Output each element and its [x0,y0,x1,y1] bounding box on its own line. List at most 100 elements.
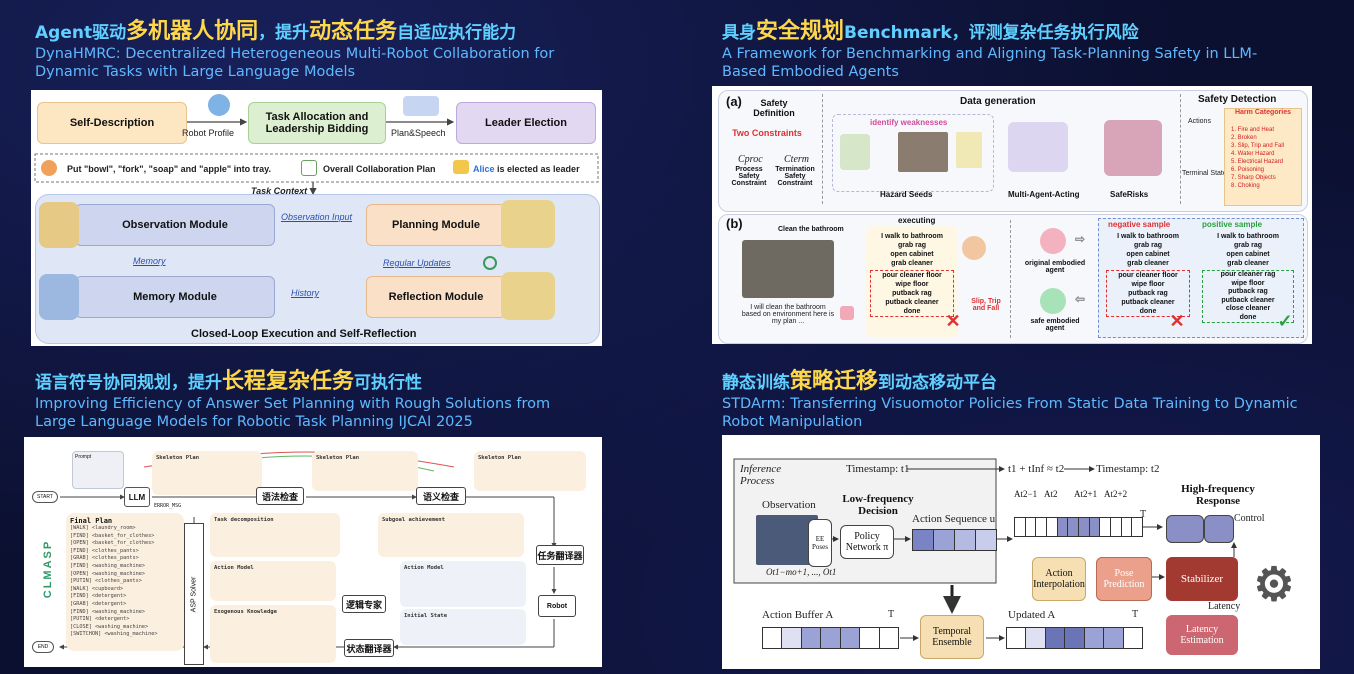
temporal-ensemble-box: Temporal Ensemble [920,615,984,659]
final-plan-line: [SWITCHON] <washing_machine> [70,631,158,638]
buffer-cell [1006,627,1027,649]
robot-label: Robot [546,602,568,610]
at-label: At2+1 [1074,489,1098,499]
robots-icon [840,134,870,170]
robot-arm-icon: ⚙ [1253,559,1295,610]
panel-bl-header: 语言符号协同规划，提升长程复杂任务可执行性 Improving Efficien… [35,370,655,431]
final-plan-line: [PUTIN] <detergent> [70,616,130,623]
pos-step: I walk to bathroom [1217,233,1279,240]
history-label: History [291,288,320,298]
initial-state-title: Initial State [404,613,448,619]
figure-dynahmrc: Self-Description Robot Profile Task Allo… [31,90,602,346]
buffer-cell [1122,627,1143,649]
final-plan-line: [GRAB] <detergent> [70,600,127,607]
final-plan-box: Final Plan [WALK] <laundry_room>[FIND] <… [66,513,184,651]
buffer-cell [1044,627,1066,649]
robot-profile-label: Robot Profile [182,128,235,138]
skeleton-plan-1-title: Skeleton Plan [156,455,200,461]
tl-cn-highlight-2: 动态任务 [309,19,398,44]
alice-rest: is elected as leader [494,164,580,174]
logic-expert-node[interactable]: 逻辑专家 [342,595,386,613]
time-relation: t1 + tInf ≈ t2 [1008,463,1065,475]
leader-election-label: Leader Election [485,117,567,129]
harm-category-item: 4. Water Hazard [1231,151,1275,157]
self-description-label: Self-Description [69,117,155,129]
exec-step: grab rag [897,242,926,249]
process-constraint-label: Process Safety Constraint [731,166,767,187]
data-generation-label: Data generation [960,96,1036,107]
buffer-cell [933,529,955,551]
br-en-line1: STDArm: Transferring Visuomotor Policies… [722,396,1298,412]
divider-a1 [822,94,823,204]
two-constraints-label: Two Constraints [732,128,802,138]
observation-input-label: Observation Input [281,212,353,222]
lower-left-t-label: T [888,609,895,620]
terminal-state-label: Terminal State [1182,170,1227,177]
positive-sample-label: positive sample [1202,220,1263,229]
pos-good-step: putback rag [1228,288,1268,295]
prompt-title: Prompt [75,454,92,460]
self-description-box: Self-Description [37,102,187,144]
br-cn-pre: 静态训练 [722,373,790,393]
pose-prediction-label: Pose Prediction [1103,568,1145,590]
final-plan-line: [GRAB] <clothes_pants> [70,555,139,562]
upper-t-label: T [1140,509,1147,520]
task-translator-node[interactable]: 任务翻译器 [536,545,584,565]
task-decomposition-title: Task decomposition [214,517,274,523]
final-plan-lines: [WALK] <laundry_room>[FIND] <basket_for_… [70,525,180,639]
harm-category-item: 7. Sharp Objects [1231,175,1276,181]
at-label: At2+2 [1104,489,1128,499]
reflection-module-box: Reflection Module [366,276,506,318]
buffer-cell [912,529,934,551]
panel-bl-cn-title: 语言符号协同规划，提升长程复杂任务可执行性 [35,370,655,395]
initial-state-box: Initial State [400,609,526,645]
pose-prediction-box: Pose Prediction [1096,557,1152,601]
telescope-illustration [39,202,79,248]
part-a-label: (a) [726,94,742,109]
action-sequence-label: Action Sequence u [912,513,996,525]
hazard-seeds-label: Hazard Seeds [880,190,933,199]
error-msg-label: ERROR_MSG [154,503,182,509]
panel-br-header: 静态训练策略迁移到动态移动平台 STDArm: Transferring Vis… [722,370,1347,431]
buffer-cell [1131,517,1144,537]
br-cn-highlight: 策略迁移 [790,369,879,394]
plan-document-icon [301,160,317,176]
pos-good-step: done [1239,313,1257,321]
clmasp-logo: CLMASP [38,519,58,619]
action-model-left-box: Action Model [210,561,336,601]
state-translator-node[interactable]: 状态翻译器 [344,639,394,657]
action-model-graph-title: Action Model [404,565,444,571]
safety-detection-label: Safety Detection [1198,94,1277,105]
buffer-cell [975,529,997,551]
policy-network-box: Policy Network π [840,525,894,559]
observation-label: Observation [762,499,816,511]
harm-categories-title: Harm Categories [1234,109,1292,116]
gear-icon [962,236,986,260]
overall-plan-label: Overall Collaboration Plan [323,164,436,174]
observation-images [756,515,818,565]
arrow-left-icon: ⇦ [1074,292,1086,306]
documents-icon [956,132,982,168]
final-plan-line: [PUTIN] <clothes_pants> [70,578,142,585]
reflection-book-illustration [501,272,555,320]
safety-definition-label: Safety Definition [753,98,795,118]
semantic-check-node[interactable]: 语义检查 [416,487,466,505]
exec-bad-step: wipe floor [895,281,929,288]
syntax-check-node[interactable]: 语法检查 [256,487,304,505]
latency-label: Latency [1208,601,1241,612]
skeleton-plan-2-title: Skeleton Plan [316,455,360,461]
tr-cn-post: Benchmark，评测复杂任务执行风险 [844,23,1139,43]
cproc-symbol: Cproc [738,154,763,165]
end-label: END [37,644,49,650]
latency-estimation-box: Latency Estimation [1166,615,1238,655]
harm-category-item: 2. Broken [1231,135,1257,141]
pos-step: open cabinet [1226,251,1270,258]
latency-estimation-label: Latency Estimation [1180,624,1224,646]
cross-icon-neg: ✕ [1169,310,1185,331]
neg-bad-step: putback rag [1128,290,1168,297]
subgoal-title: Subgoal achievement [382,517,445,523]
